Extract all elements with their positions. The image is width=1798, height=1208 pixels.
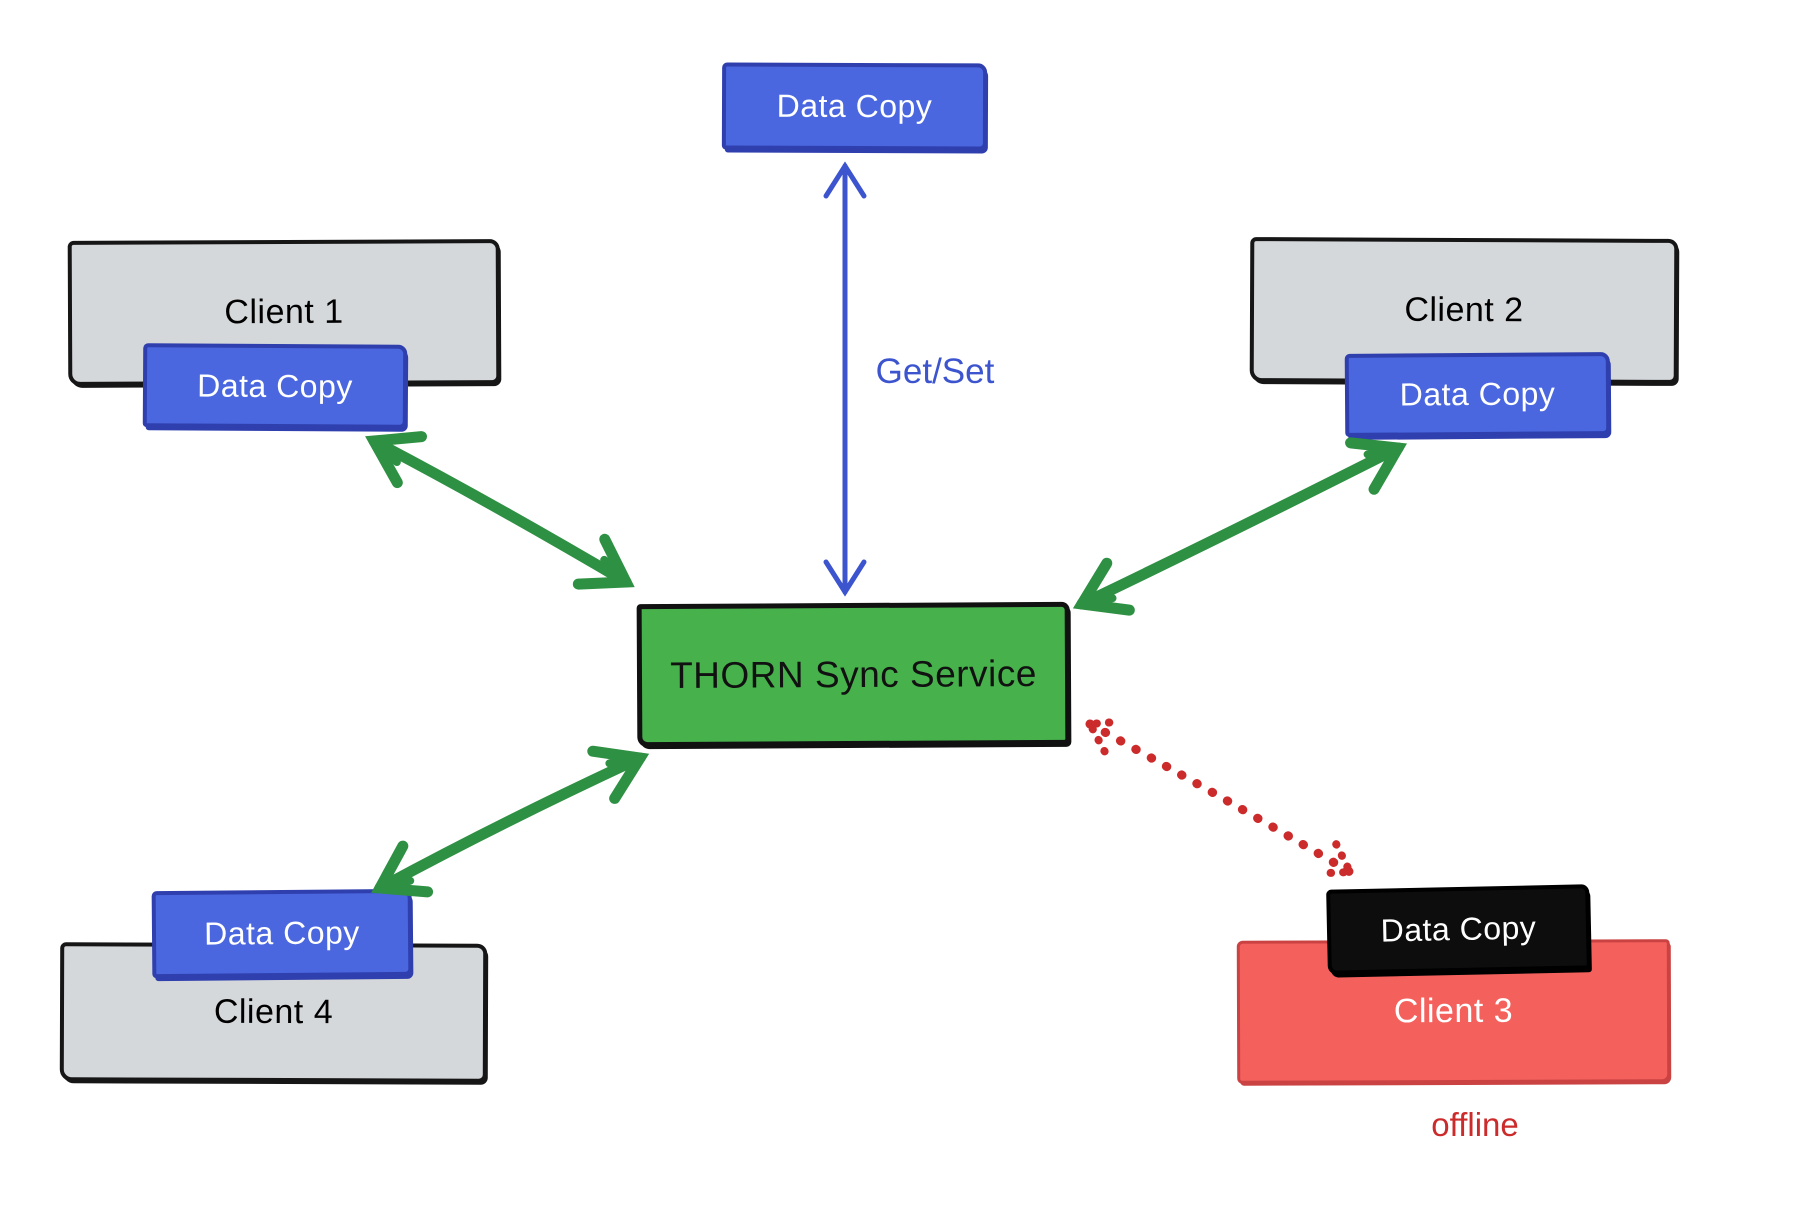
node-client4-label: Client 4 [213, 992, 334, 1032]
node-server-data-copy: Data Copy [721, 62, 988, 151]
node-client4-data-copy-label: Data Copy [203, 914, 360, 952]
node-client1-data-copy: Data Copy [142, 343, 408, 429]
node-client4-data-copy: Data Copy [151, 888, 413, 979]
edge-client1-sync-arrow [365, 431, 635, 590]
node-client1-label: Client 1 [224, 292, 344, 332]
node-sync-service-label: THORN Sync Service [670, 652, 1037, 696]
edge-label-get-set: Get/Set [875, 352, 995, 391]
edge-client3-sync-dotted-arrow [1090, 724, 1350, 872]
node-server-data-copy-label: Data Copy [776, 87, 933, 125]
node-sync-service: THORN Sync Service [636, 601, 1071, 748]
node-client1-data-copy-label: Data Copy [197, 367, 353, 404]
edge-client4-sync-arrow [371, 745, 650, 898]
node-client2-data-copy-label: Data Copy [1399, 375, 1556, 413]
edge-client2-sync-arrow [1072, 437, 1408, 616]
status-label-offline: offline [1431, 1106, 1519, 1143]
node-client2-data-copy: Data Copy [1344, 352, 1611, 437]
node-client3-label: Client 3 [1393, 991, 1514, 1031]
node-client2-label: Client 2 [1404, 290, 1524, 330]
node-client3-data-copy: Data Copy [1326, 884, 1591, 975]
node-client3-data-copy-label: Data Copy [1380, 909, 1537, 949]
